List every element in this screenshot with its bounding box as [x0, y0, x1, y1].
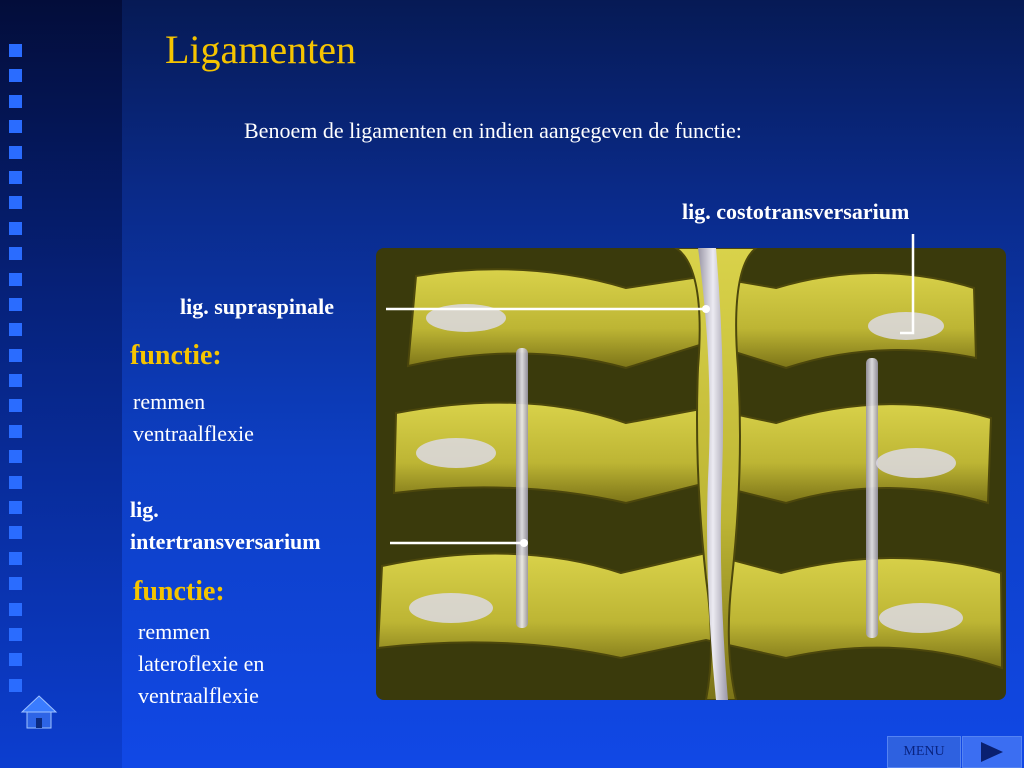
- play-arrow-icon: [981, 742, 1003, 762]
- functie-description-2: remmen lateroflexie en ventraalflexie: [138, 616, 264, 712]
- spine-illustration: [376, 248, 1006, 700]
- functie-2-line-2: lateroflexie en: [138, 651, 265, 676]
- label-intertransversarium-line-1: lig.: [130, 497, 159, 522]
- label-costotransversarium: lig. costotransversarium: [682, 199, 910, 224]
- menu-button[interactable]: MENU: [887, 736, 961, 768]
- slide-title: Ligamenten: [165, 27, 357, 72]
- instruction-text: Benoem de ligamenten en indien aangegeve…: [244, 118, 742, 143]
- next-slide-button[interactable]: [962, 736, 1022, 768]
- label-supraspinale: lig. supraspinale: [180, 294, 335, 319]
- functie-1-line-1: remmen: [133, 389, 206, 414]
- label-intertransversarium-line-2: intertransversarium: [130, 529, 321, 554]
- functie-heading-1: functie:: [130, 340, 222, 371]
- label-intertransversarium: lig. intertransversarium: [130, 494, 321, 558]
- square-bullets-column: [9, 44, 25, 704]
- functie-description-1: remmen ventraalflexie: [133, 386, 254, 450]
- functie-1-line-2: ventraalflexie: [133, 421, 254, 446]
- home-icon: [20, 695, 58, 729]
- sidebar-decoration: [0, 0, 122, 768]
- functie-2-line-1: remmen: [138, 619, 211, 644]
- functie-2-line-3: ventraalflexie: [138, 683, 259, 708]
- home-button[interactable]: [20, 694, 58, 732]
- functie-heading-2: functie:: [133, 576, 225, 607]
